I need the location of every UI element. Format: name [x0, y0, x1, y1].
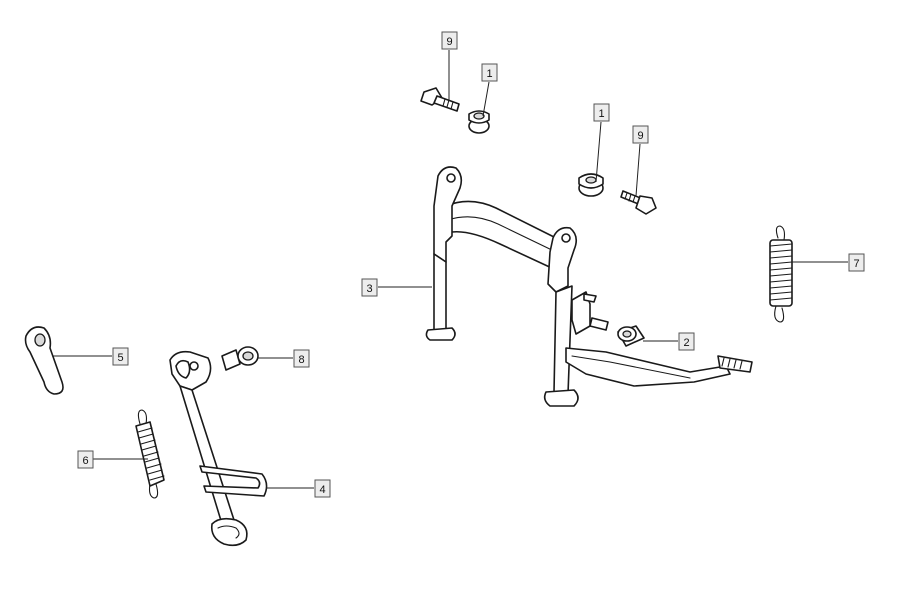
callout-1-right: 1: [593, 103, 610, 122]
bolt-part-9-right: [620, 190, 657, 215]
callout-label: 7: [853, 258, 859, 270]
callout-label: 9: [446, 36, 452, 48]
leader-1-top: [482, 81, 490, 117]
callout-label: 4: [319, 484, 325, 496]
callout-6: 6: [77, 450, 94, 469]
nut-part-1-top: [468, 110, 490, 134]
leader-9-right: [635, 143, 641, 197]
leader-1-right: [595, 121, 602, 183]
spring-part-7: [769, 225, 793, 323]
pivot-bolt-part-8: [221, 346, 259, 371]
callout-label: 5: [117, 352, 123, 364]
side-stand-part-4: [169, 350, 268, 547]
callout-label: 1: [598, 108, 604, 120]
centre-stand-part-3: [425, 166, 753, 407]
callout-2: 2: [678, 332, 695, 351]
callout-4: 4: [314, 479, 331, 498]
bush-part-2: [617, 325, 645, 347]
bolt-part-9-top: [420, 87, 460, 112]
plate-part-5: [24, 326, 64, 395]
leader-lines: [52, 50, 848, 489]
callout-9-right: 9: [632, 125, 649, 144]
callout-8: 8: [293, 349, 310, 368]
callout-label: 1: [486, 68, 492, 80]
callout-5: 5: [112, 347, 129, 366]
callout-1-top: 1: [481, 63, 498, 82]
callout-3: 3: [361, 278, 378, 297]
callout-label: 9: [637, 130, 643, 142]
callout-label: 2: [683, 337, 689, 349]
callout-9-top: 9: [441, 31, 458, 50]
nut-part-1-right: [578, 173, 604, 197]
callout-label: 6: [82, 455, 88, 467]
spring-part-6: [135, 409, 165, 499]
callout-label: 3: [366, 283, 372, 295]
callout-label: 8: [298, 354, 304, 366]
callout-7: 7: [848, 253, 865, 272]
